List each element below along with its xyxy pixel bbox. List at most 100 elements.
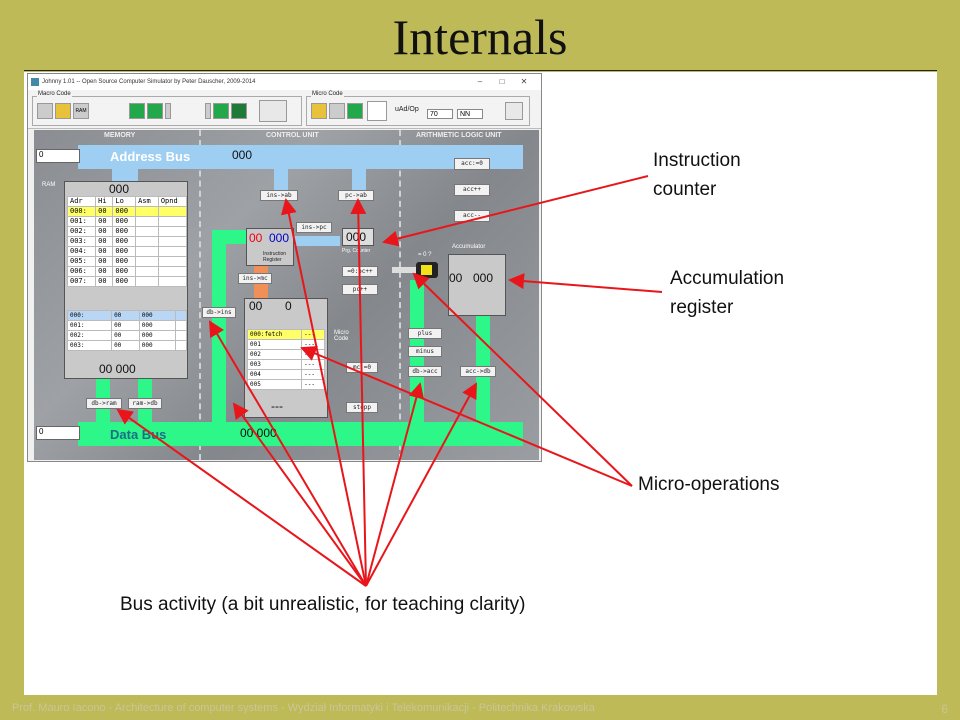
ir-hi-value: 00	[249, 231, 263, 245]
program-counter: 000	[342, 228, 374, 246]
ins-pc-button[interactable]: ins->pc	[296, 222, 332, 233]
page-number: 6	[941, 702, 948, 716]
fast-forward-icon[interactable]	[147, 103, 163, 119]
micro-open-icon[interactable]	[311, 103, 327, 119]
reset-icon[interactable]	[231, 103, 247, 119]
acc-increment-button[interactable]: acc++	[454, 184, 490, 196]
table-row[interactable]: 002---	[246, 349, 325, 360]
address-bus-value: 000	[232, 148, 253, 162]
minimize-button[interactable]: –	[477, 77, 483, 86]
step-back-icon[interactable]	[205, 103, 211, 119]
instruction-register: 00 000 Instruction Register	[246, 228, 294, 266]
nn-input[interactable]: NN	[457, 109, 483, 119]
ins-ab-button[interactable]: ins->ab	[260, 190, 298, 201]
ram-col-opnd: Opnd	[157, 196, 188, 207]
close-button[interactable]: ✕	[520, 77, 528, 86]
alu-section-title: ARITHMETIC LOGIC UNIT	[416, 132, 502, 139]
ram-button[interactable]: RAM	[73, 103, 89, 119]
table-row[interactable]: 004---	[246, 369, 325, 380]
table-row[interactable]: 005---	[246, 379, 325, 390]
memory-section-title: MEMORY	[104, 132, 136, 139]
ins-pc-bus	[294, 236, 340, 246]
mc-lo-value: 0	[285, 299, 292, 313]
plus-button[interactable]: plus	[408, 328, 442, 339]
slide-footer: Prof. Mauro Iacono - Architecture of com…	[12, 702, 595, 714]
micro-code-table[interactable]: 000:fetch--- 001--- 002--- 003--- 004---…	[246, 329, 325, 390]
ram-col-lo: Lo	[112, 196, 137, 207]
pc-reset-button[interactable]: =0:pc++	[342, 266, 378, 277]
simulator-canvas: MEMORY CONTROL UNIT ARITHMETIC LOGIC UNI…	[34, 130, 539, 460]
mc-reset-button[interactable]: mc:=0	[346, 362, 378, 373]
micro-save-icon[interactable]	[329, 103, 345, 119]
micro-operations-callout: Micro-operations	[638, 474, 780, 495]
ram-db-button[interactable]: ram->db	[128, 398, 162, 409]
open-folder-icon[interactable]	[55, 103, 71, 119]
ins-ab-bus	[274, 169, 288, 193]
data-bus-label: Data Bus	[110, 427, 167, 442]
minus-button[interactable]: minus	[408, 346, 442, 357]
ram-col-hi: Hi	[95, 196, 114, 207]
data-bus-input[interactable]: 0	[36, 426, 80, 440]
pause-icon[interactable]	[213, 103, 229, 119]
callout-line: counter	[653, 179, 717, 200]
pc-ab-bus	[352, 169, 366, 193]
micro-code-panel: 00 0 000:fetch--- 001--- 002--- 003--- 0…	[244, 298, 328, 418]
pc-label: Prg. Counter	[342, 248, 371, 254]
table-row[interactable]: 003---	[246, 359, 325, 370]
callout-line: Accumulation	[670, 268, 785, 289]
acc-hi-value: 00	[449, 271, 463, 285]
ins-mc-button[interactable]: ins->mc	[238, 273, 272, 284]
control-unit-section-title: CONTROL UNIT	[266, 132, 319, 139]
address-bus-input[interactable]: 0	[36, 149, 80, 163]
acc-lo-value: 000	[473, 271, 494, 285]
db-ins-button[interactable]: db->ins	[202, 307, 236, 318]
record-icon[interactable]	[367, 101, 387, 121]
zero-flag-indicator	[416, 262, 438, 278]
micro-play-icon[interactable]	[347, 103, 363, 119]
stop-button[interactable]: stopp	[346, 402, 378, 413]
new-file-icon[interactable]	[37, 103, 53, 119]
step-icon[interactable]	[165, 103, 171, 119]
acc-decrement-button[interactable]: acc--	[454, 210, 490, 222]
play-icon[interactable]	[129, 103, 145, 119]
section-divider	[199, 130, 201, 460]
simulator-window: Johnny 1.01 -- Open Source Computer Simu…	[27, 73, 542, 462]
app-icon	[31, 78, 39, 86]
pc-ab-button[interactable]: pc->ab	[338, 190, 374, 201]
title-divider	[24, 70, 937, 71]
control-unit-toggle-icon[interactable]	[259, 100, 287, 122]
ram-col-asm: Asm	[135, 196, 159, 207]
db-acc-button[interactable]: db->acc	[408, 366, 442, 377]
ram-header-row: Adr Hi Lo Asm Opnd	[66, 196, 188, 207]
acc-db-button[interactable]: acc->db	[460, 366, 496, 377]
db-ram-button[interactable]: db->ram	[86, 398, 122, 409]
window-titlebar: Johnny 1.01 -- Open Source Computer Simu…	[28, 74, 541, 90]
settings-tools-icon[interactable]	[505, 102, 523, 120]
maximize-button[interactable]: □	[499, 77, 505, 86]
address-bus-label: Address Bus	[110, 149, 191, 164]
callout-line: register	[670, 297, 734, 318]
pc-increment-button[interactable]: pc++	[342, 284, 378, 295]
table-row[interactable]: 000:fetch---	[246, 329, 325, 340]
acc-zero-button[interactable]: acc:=0	[454, 158, 490, 170]
zero-test-arrow	[392, 267, 416, 273]
table-row[interactable]: 001---	[246, 339, 325, 350]
micro-code-group: Micro Code uAd/Op 70 NN	[306, 91, 530, 126]
instruction-counter-callout: Instruction counter	[653, 146, 741, 204]
uad-input[interactable]: 70	[427, 109, 453, 119]
